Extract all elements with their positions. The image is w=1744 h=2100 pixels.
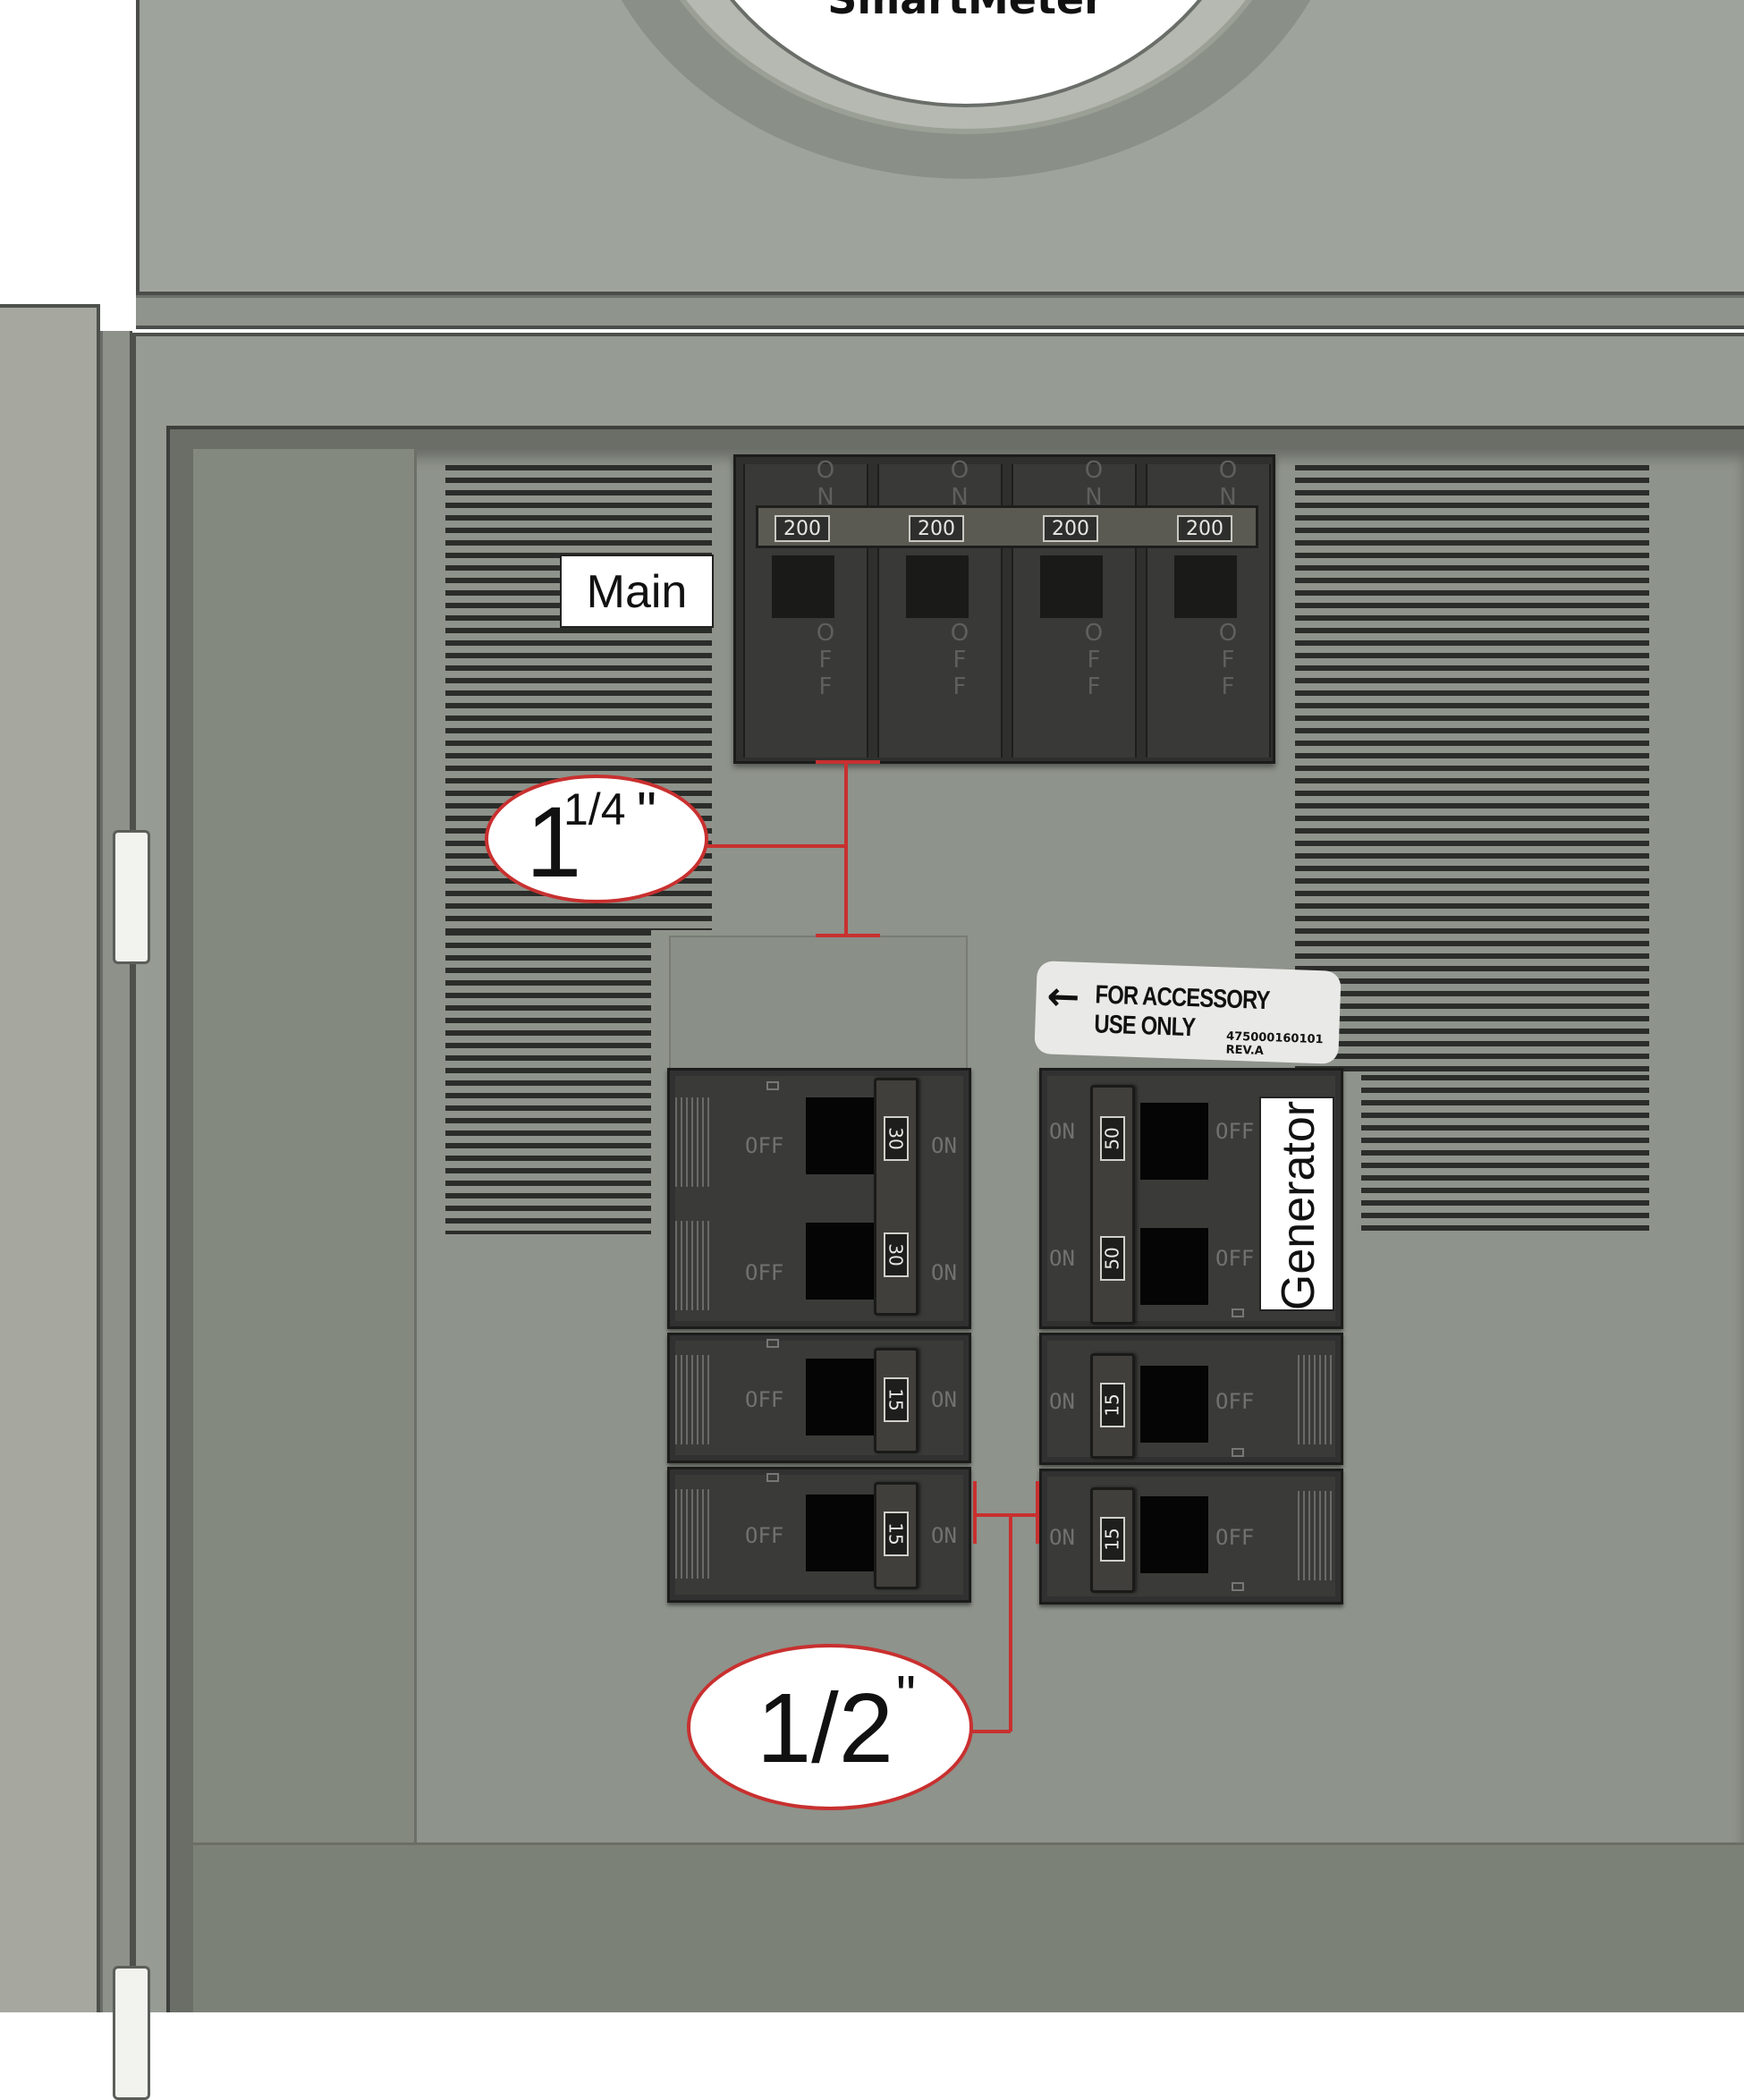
- breaker-handle[interactable]: 15: [874, 1482, 919, 1589]
- amp-rating: 30: [884, 1232, 909, 1277]
- breaker-fine-print: [675, 1097, 711, 1187]
- amp-rating: 30: [884, 1116, 909, 1161]
- main-label: Main: [560, 555, 714, 628]
- breaker-notch: [766, 1081, 779, 1090]
- breaker-window: [1140, 1496, 1208, 1573]
- panel-door[interactable]: [0, 304, 100, 2012]
- dead-front-bottom: [193, 1842, 1744, 2012]
- breaker-single-pole[interactable]: OFF ON 15: [667, 1333, 971, 1463]
- dim-fraction: 1/4: [563, 784, 626, 834]
- amp-rating: 15: [1100, 1383, 1125, 1427]
- on-label: ON: [931, 1133, 957, 1158]
- breaker-fine-print: [1298, 1491, 1333, 1580]
- dimension-callout-horizontal: 1/2 ": [687, 1644, 973, 1810]
- amp-rating: 50: [1100, 1116, 1125, 1161]
- breaker-fine-print: [1298, 1355, 1333, 1444]
- main-breaker-handle-bar[interactable]: 200 200 200 200: [756, 505, 1258, 548]
- main-breaker-window: [1174, 555, 1237, 618]
- main-breaker-window: [1040, 555, 1103, 618]
- on-label: ON: [931, 1260, 957, 1285]
- breaker-notch: [766, 1473, 779, 1482]
- breaker-window: [1140, 1366, 1208, 1443]
- breaker-notch: [1232, 1582, 1244, 1591]
- breaker-handle[interactable]: 15: [1090, 1487, 1135, 1593]
- off-label: OFF: [1215, 1246, 1255, 1271]
- breaker-handle[interactable]: 15: [1090, 1353, 1135, 1459]
- meter-ledge: [136, 295, 1744, 329]
- breaker-window: [806, 1097, 874, 1174]
- amp-rating: 15: [1100, 1517, 1125, 1562]
- generator-label: Generator: [1259, 1097, 1334, 1311]
- dimension-lines: [707, 760, 1039, 1733]
- main-breaker-window: [906, 555, 969, 618]
- breaker-single-pole[interactable]: OFF ON 15: [667, 1467, 971, 1603]
- off-label: OFF: [745, 1523, 784, 1548]
- amp-rating: 15: [884, 1511, 909, 1556]
- breaker-double-pole[interactable]: OFF OFF ON ON 30 30: [667, 1068, 971, 1329]
- breaker-single-pole[interactable]: ON OFF 15: [1039, 1333, 1343, 1465]
- breaker-window: [806, 1359, 874, 1435]
- dim-unit: ": [637, 782, 657, 843]
- on-label: ON: [931, 1523, 957, 1548]
- on-label: ON: [1049, 1525, 1075, 1550]
- dim-fraction: 1/2: [757, 1673, 893, 1783]
- main-amp-rating: 200: [1177, 515, 1232, 542]
- on-label: ON: [1049, 1119, 1075, 1144]
- meter-label: SmartMeter: [769, 0, 1163, 23]
- amp-rating: 15: [884, 1377, 909, 1422]
- breaker-fine-print: [675, 1355, 711, 1444]
- breaker-notch: [1232, 1448, 1244, 1457]
- vent-louver-right-lower: [1361, 1075, 1649, 1234]
- breaker-handle[interactable]: 50 50: [1090, 1085, 1135, 1325]
- off-label: OFF: [1215, 1389, 1255, 1414]
- amp-rating: 50: [1100, 1236, 1125, 1281]
- breaker-notch: [1232, 1308, 1244, 1317]
- dead-front-side: [193, 449, 417, 2012]
- on-label: ON: [1049, 1389, 1075, 1414]
- breaker-window: [806, 1223, 874, 1300]
- breaker-handle[interactable]: 15: [874, 1348, 919, 1453]
- breaker-window: [1140, 1228, 1208, 1305]
- main-amp-rating: 200: [1043, 515, 1098, 542]
- vent-louver-right-upper: [1295, 465, 1649, 1075]
- vent-louver-left-lower: [445, 930, 651, 1234]
- breaker-notch: [766, 1339, 779, 1348]
- dimension-callout-vertical: 1 1/4 ": [485, 775, 708, 903]
- off-label: OFF: [745, 1387, 784, 1412]
- main-amp-rating: 200: [775, 515, 830, 542]
- door-hinge: [113, 830, 150, 964]
- main-amp-rating: 200: [909, 515, 964, 542]
- off-label: OFF: [1215, 1119, 1255, 1144]
- door-edge: [100, 331, 132, 2012]
- breaker-window: [1140, 1103, 1208, 1180]
- breaker-window: [806, 1495, 874, 1571]
- dim-unit: ": [896, 1665, 917, 1727]
- breaker-single-pole[interactable]: ON OFF 15: [1039, 1469, 1343, 1605]
- off-label: OFF: [745, 1133, 784, 1158]
- off-label: OFF: [745, 1260, 784, 1285]
- off-label: OFF: [1215, 1525, 1255, 1550]
- on-label: ON: [931, 1387, 957, 1412]
- main-breaker-window: [772, 555, 834, 618]
- on-label: ON: [1049, 1246, 1075, 1271]
- dim-whole: 1: [526, 786, 582, 898]
- breaker-handle[interactable]: 30 30: [874, 1078, 919, 1316]
- breaker-fine-print: [675, 1489, 711, 1579]
- breaker-fine-print: [675, 1221, 711, 1310]
